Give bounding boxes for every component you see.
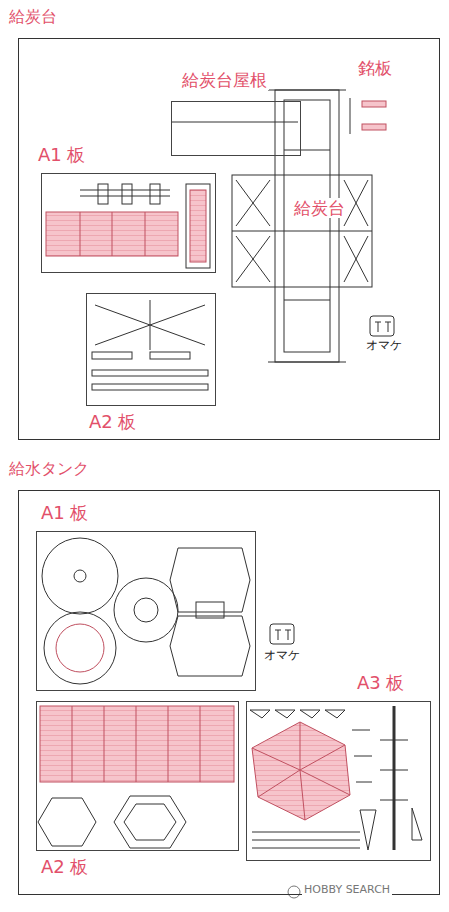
sheet-label: A1 板 bbox=[39, 502, 91, 524]
sheet-label: A1 板 bbox=[36, 144, 88, 166]
parts-sheet: A3 板 bbox=[246, 701, 431, 861]
parts-sheet: A2 板 bbox=[36, 701, 239, 851]
parts-sheet: A2 板 bbox=[86, 293, 216, 406]
sheet-label: 給水タンク bbox=[7, 459, 91, 478]
sheet-label: 給炭台 bbox=[7, 7, 59, 26]
part-name: 給炭台 bbox=[292, 198, 347, 218]
bonus-note: オマケ bbox=[262, 648, 302, 662]
sheet-label: A2 板 bbox=[87, 411, 139, 433]
part-name: 銘板 bbox=[356, 58, 394, 78]
watermark: HOBBY SEARCH bbox=[302, 883, 392, 896]
sheet-label: A2 板 bbox=[39, 856, 91, 878]
parts-sheet: A1 板 bbox=[36, 531, 256, 691]
sheet-label: A3 板 bbox=[355, 672, 407, 694]
roof-part: 給炭台屋根 bbox=[171, 101, 301, 156]
parts-sheet: A1 板 bbox=[41, 173, 216, 273]
section-panel: 給炭台 A1 板 A2 板 給炭台屋根 bbox=[18, 38, 440, 440]
sheet-label: 給炭台屋根 bbox=[180, 70, 269, 90]
bonus-note: オマケ bbox=[364, 338, 404, 352]
section-panel: 給水タンクA1 板A3 板A2 板 bbox=[18, 490, 440, 895]
